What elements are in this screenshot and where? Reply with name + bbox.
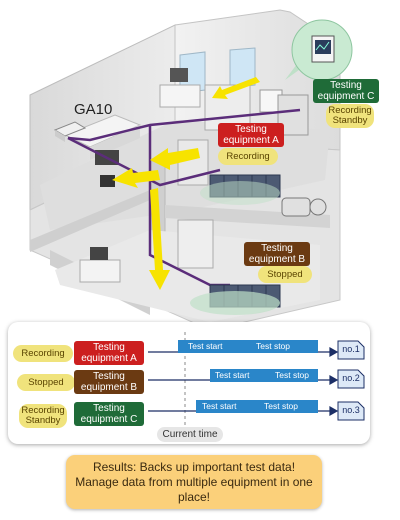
row1-file-label: no.1 [342,344,360,354]
row3-file-icon: no.3 [337,401,365,421]
row3-stop-label: Test stop [264,401,299,411]
row1-file-icon: no.1 [337,340,365,360]
row1-test-bar: Test start Test stop [178,340,318,353]
row1-start-label: Test start [188,341,223,351]
row3-status-badge: Recording Standby [19,404,67,428]
current-time-badge: Current time [157,427,223,442]
results-text: Results: Backs up important test data! M… [75,459,313,504]
row3-test-bar: Test start Test stop [196,400,318,413]
row2-test-bar: Test start Test stop [210,369,318,382]
row1-status-badge: Recording [13,345,73,362]
row2-file-icon: no.2 [337,369,365,389]
scene-status-b-badge: Stopped [258,266,312,283]
row2-file-label: no.2 [342,373,360,383]
scene-equipment-c-label: Testing equipment C [313,79,379,103]
scene-status-c-badge: Recording Standby [326,104,374,128]
row2-equipment-label: Testing equipment B [74,370,144,394]
row1-equipment-label: Testing equipment A [74,341,144,365]
row3-equipment-label: Testing equipment C [74,402,144,426]
row2-stop-label: Test stop [275,370,310,380]
row2-start-label: Test start [215,370,250,380]
scene-equipment-b-label: Testing equipment B [244,242,310,266]
device-label: GA10 [74,101,113,118]
row1-stop-label: Test stop [256,341,291,351]
scene-status-a-badge: Recording [218,148,278,165]
results-box: Results: Backs up important test data! M… [66,455,322,509]
row3-start-label: Test start [202,401,237,411]
row2-status-badge: Stopped [17,374,75,391]
row3-file-label: no.3 [342,405,360,415]
scene-equipment-a-label: Testing equipment A [218,123,284,147]
